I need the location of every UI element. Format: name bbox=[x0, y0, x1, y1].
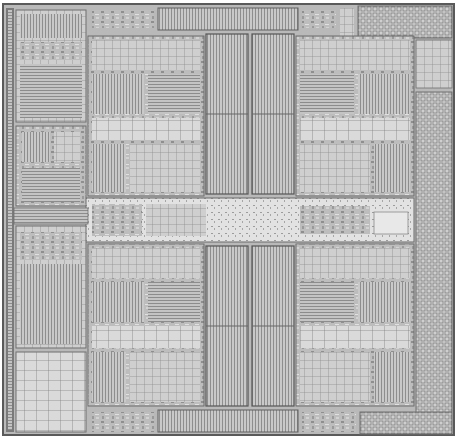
core-top-left bbox=[87, 35, 205, 197]
central-interconnect-band bbox=[85, 197, 415, 243]
bottom-pad-row bbox=[157, 409, 299, 433]
central-cache-top bbox=[205, 33, 295, 195]
core-top-right bbox=[295, 35, 415, 197]
central-cache-bottom bbox=[205, 245, 295, 407]
right-io-column bbox=[415, 91, 453, 413]
top-right-pad-array bbox=[357, 5, 453, 39]
left-cell-array bbox=[15, 351, 87, 433]
core-bottom-right bbox=[295, 243, 415, 407]
core-bottom-left bbox=[87, 243, 205, 407]
top-pad-row bbox=[157, 7, 299, 31]
